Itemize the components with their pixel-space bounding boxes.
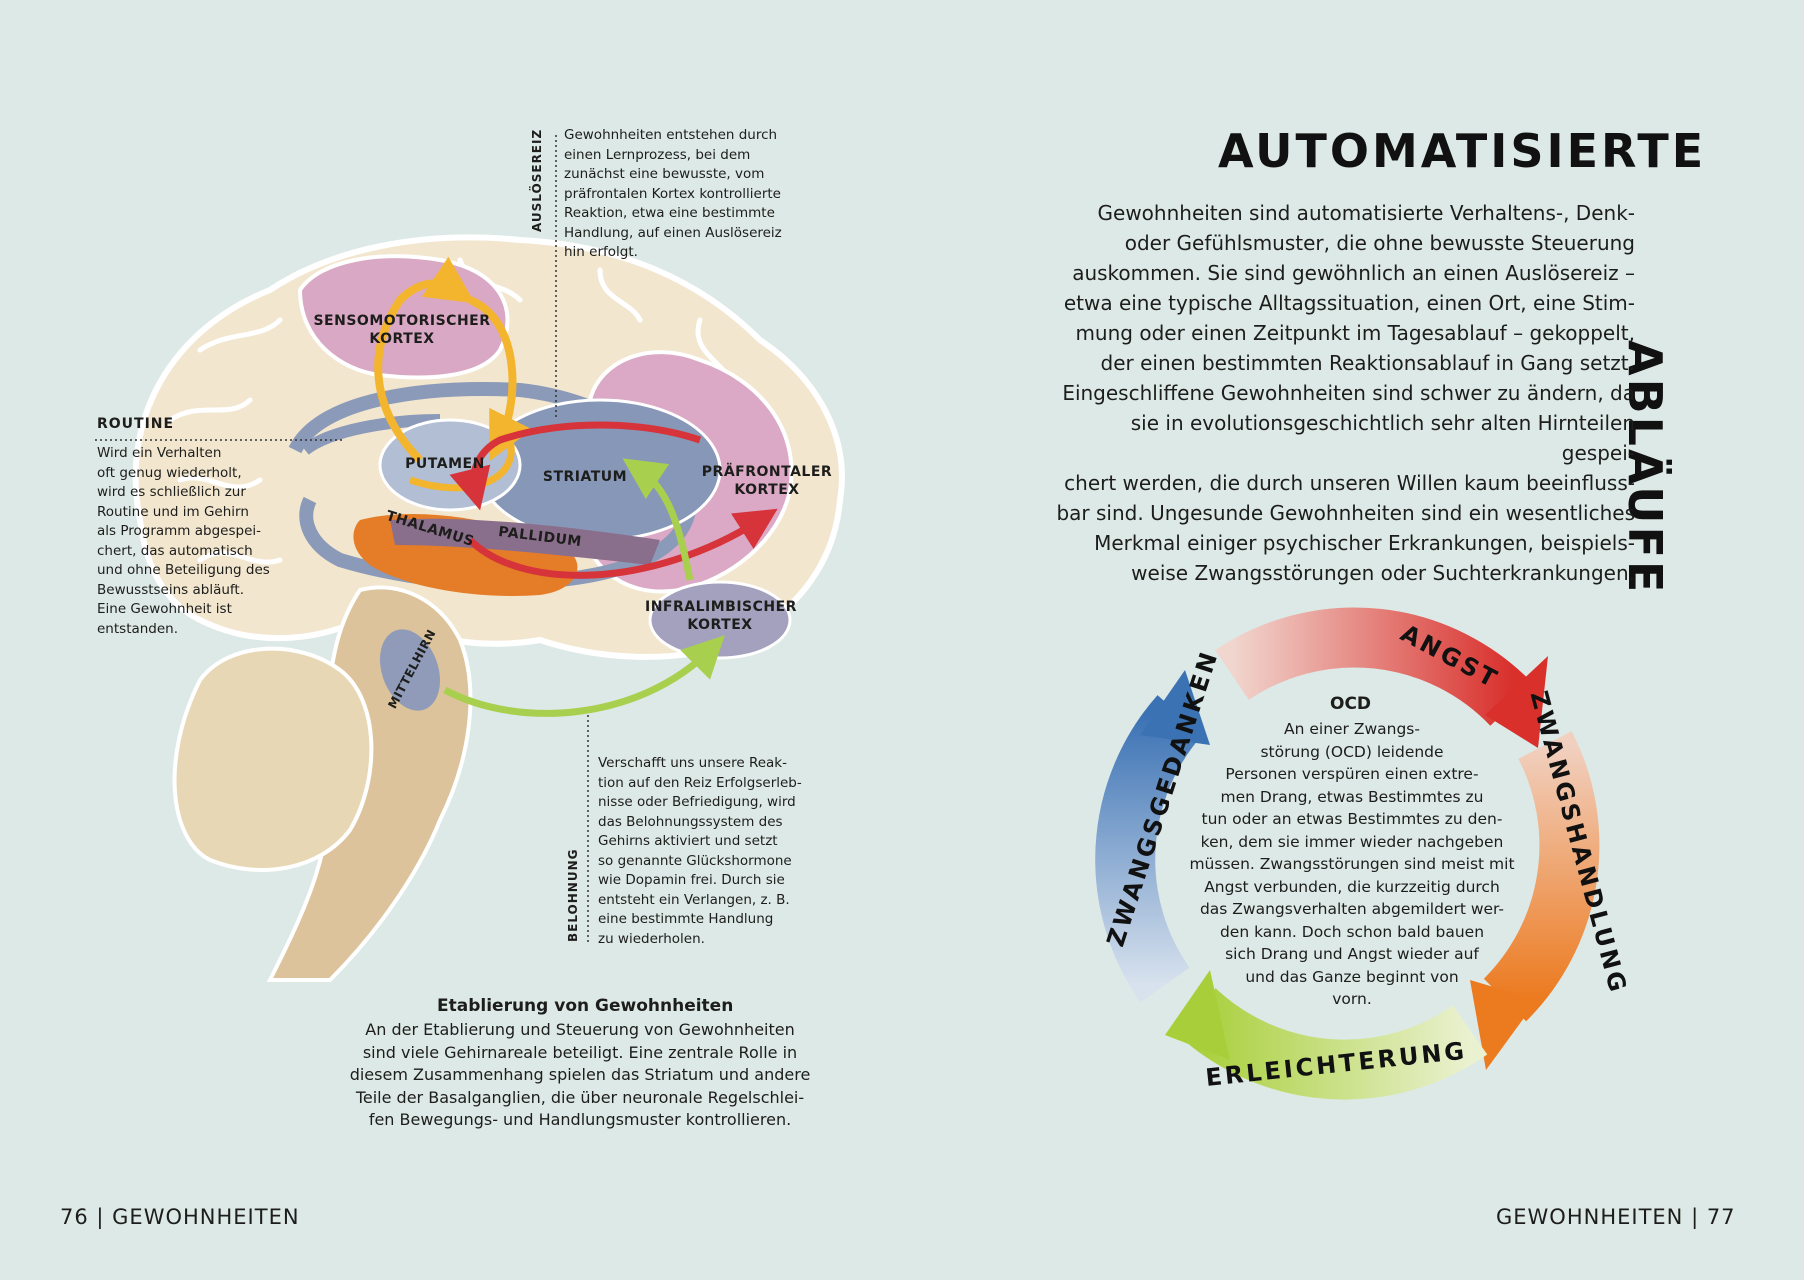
segment-gedanken bbox=[1095, 695, 1203, 1003]
ribbon-outer bbox=[288, 382, 698, 591]
page-number-right: GEWOHNHEITEN | 77 bbox=[1496, 1205, 1736, 1229]
segment-handlung bbox=[1483, 731, 1600, 1022]
label-praefrontal: PRÄFRONTALER KORTEX bbox=[701, 464, 833, 498]
pallidum-shape bbox=[390, 518, 660, 565]
arrow-handlung bbox=[1470, 980, 1537, 1070]
midbrain-shape bbox=[380, 629, 440, 711]
label-infralimbisch: INFRALIMBISCHER KORTEX bbox=[645, 599, 797, 633]
ocd-text: An einer Zwangs- störung (OCD) leidende … bbox=[1189, 720, 1515, 1008]
ribbon-inner bbox=[301, 414, 441, 455]
green-arrow-1 bbox=[622, 458, 694, 581]
page-title: AUTOMATISIERTE bbox=[1218, 124, 1707, 178]
segment-angst bbox=[1215, 607, 1534, 727]
label-striatum: STRIATUM bbox=[542, 469, 628, 485]
ocd-title: OCD bbox=[1330, 694, 1372, 714]
page-number-left: 76 | GEWOHNHEITEN bbox=[60, 1205, 300, 1229]
belohnung-text: Verschafft uns unsere Reak- tion auf den… bbox=[598, 755, 802, 947]
green-arrow-2 bbox=[443, 635, 725, 717]
arrow-erleichterung bbox=[1165, 970, 1230, 1060]
cerebellum-shape bbox=[172, 646, 374, 872]
yellow-arrow-1 bbox=[374, 256, 475, 463]
label-putamen: PUTAMEN bbox=[405, 456, 485, 472]
ausloesereiz-text: Gewohnheiten entstehen durch einen Lernp… bbox=[564, 127, 782, 260]
routine-heading: ROUTINE bbox=[97, 416, 175, 432]
caption-title: Etablierung von Gewohnheiten bbox=[437, 996, 734, 1016]
red-arrow-1 bbox=[449, 421, 702, 511]
intro-paragraph: Gewohnheiten sind automatisierte Verhalt… bbox=[1056, 201, 1635, 585]
arrow-angst bbox=[1485, 656, 1548, 748]
arrow-gedanken bbox=[1140, 670, 1210, 745]
routine-text: Wird ein Verhalten oft genug wiederholt,… bbox=[97, 445, 270, 637]
red-arrow-2 bbox=[467, 508, 778, 579]
gyri-lines bbox=[167, 257, 733, 565]
yellow-arrow-2 bbox=[468, 296, 533, 462]
label-sensomotor: SENSOMOTORISCHER KORTEX bbox=[313, 313, 491, 347]
caption-text: An der Etablierung und Steuerung von Gew… bbox=[349, 1020, 811, 1129]
segment-erleichterung bbox=[1174, 987, 1488, 1100]
